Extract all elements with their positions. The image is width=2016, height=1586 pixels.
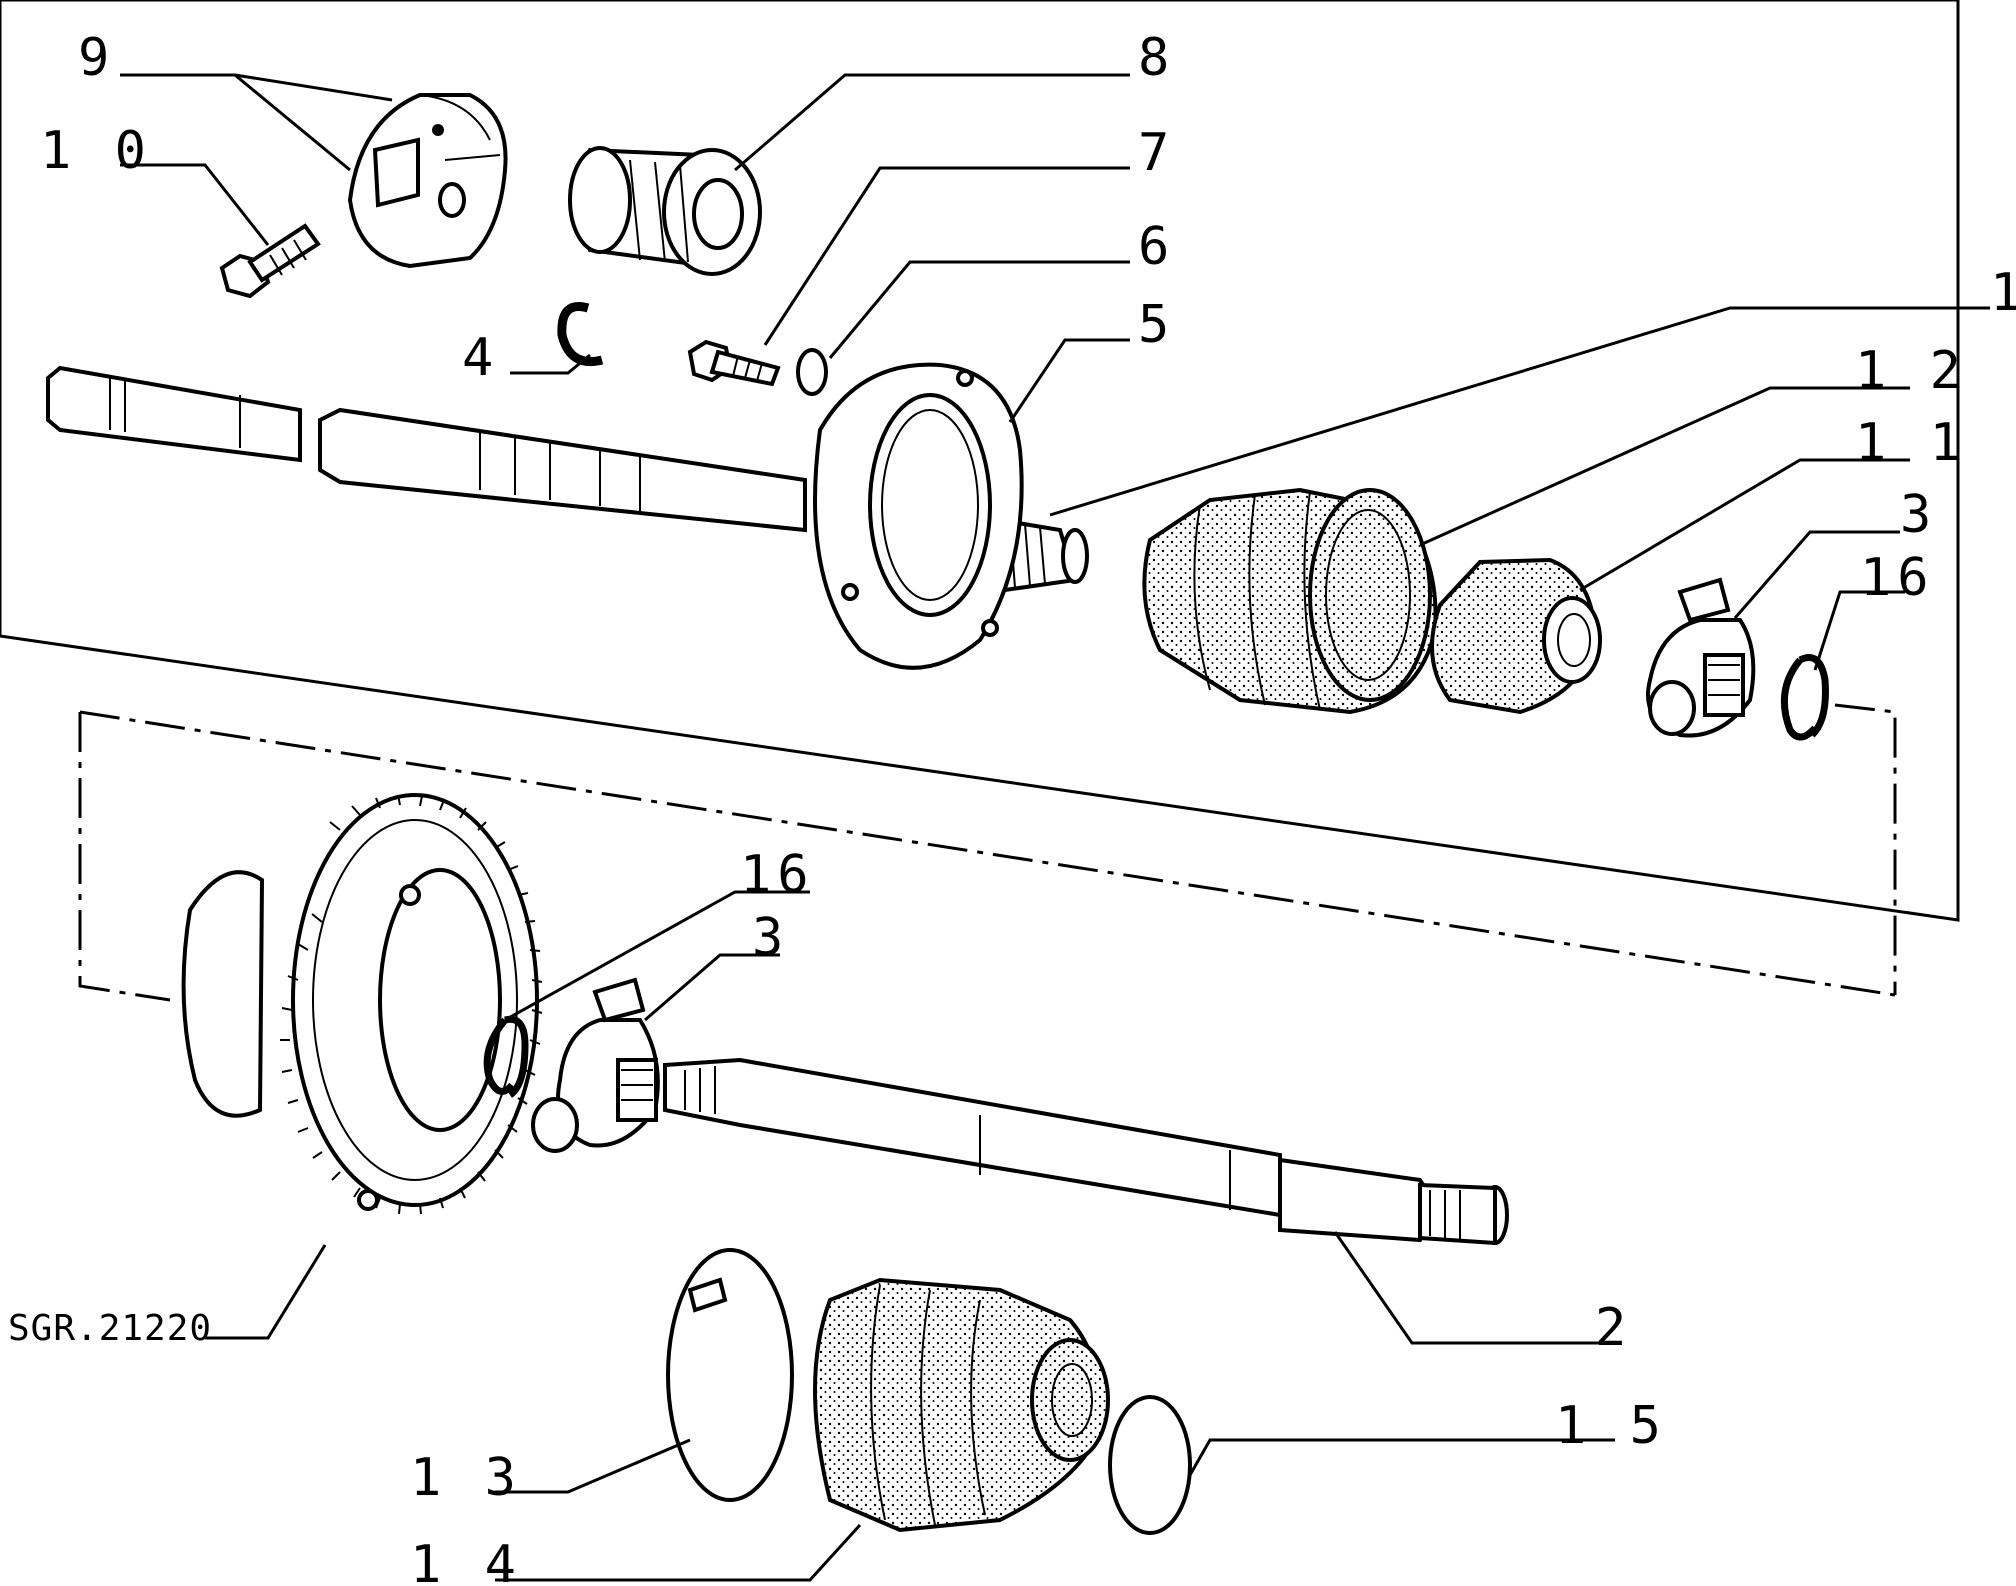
callout-12: 1 2 [1855,341,1967,401]
part-11-boot [1430,557,1602,715]
part-4-c-ring [557,302,604,366]
callout-3-lower: 3 [752,908,789,968]
callout-13: 1 3 [410,1448,522,1508]
part-9-clamp [347,93,508,269]
dash-dot-line-right [1834,703,1897,995]
callout-1: 1 [1990,263,2016,323]
callout-6: 6 [1138,217,1175,277]
differential-gear [181,793,543,1215]
part-15-band-clamp [1108,1395,1192,1535]
callout-11: 1 1 [1855,413,1967,473]
callout-7: 7 [1138,123,1175,183]
part-16-circlip-lower [483,1015,529,1098]
upper-frame [0,0,1960,922]
callout-10: 1 0 [40,121,152,181]
figure-code: SGR.21220 [8,1308,212,1349]
leader-lines [120,73,1990,1582]
part-3-tripod-upper [1646,577,1756,738]
callout-3-upper: 3 [1900,485,1937,545]
callout-2: 2 [1595,1298,1632,1358]
callout-14: 1 4 [410,1535,522,1586]
upper-shaft [46,365,1089,593]
part-3-tripod-lower [531,977,660,1153]
part-2-drive-shaft [663,1057,1509,1246]
callout-8: 8 [1138,28,1175,88]
part-8-bushing [568,146,762,276]
callout-15: 1 5 [1555,1396,1667,1456]
part-5-flange [813,362,1024,670]
callout-16-upper: 16 [1860,548,1935,608]
part-16-circlip-upper [1780,654,1829,741]
callout-4: 4 [462,328,499,388]
part-10-bolt [219,223,321,299]
part-13-band-clamp [666,1248,794,1502]
dash-dot-line-left [78,712,171,1002]
part-12-boot [1142,487,1438,715]
part-14-boot [813,1277,1110,1533]
callout-16-lower: 16 [740,845,815,905]
callout-5: 5 [1138,295,1175,355]
part-7-bolt [687,339,781,387]
dash-dot-line-top [79,710,1896,997]
callout-9: 9 [78,28,115,88]
part-6-washer [796,348,828,396]
